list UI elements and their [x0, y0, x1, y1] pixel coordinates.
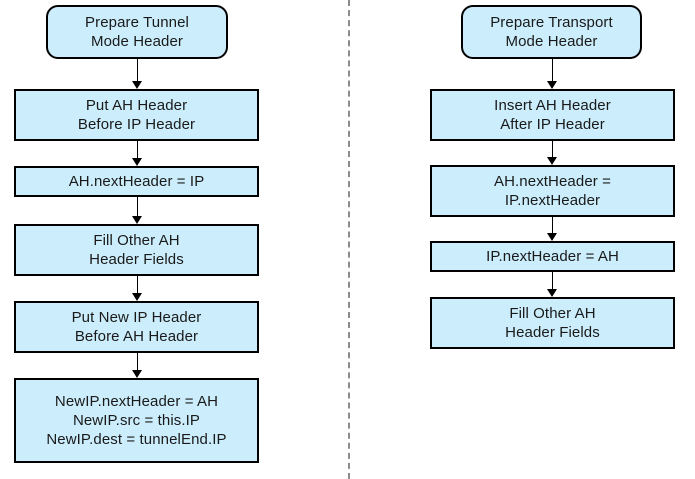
arrow-shaft — [551, 272, 553, 289]
arrow-head — [132, 370, 142, 378]
arrow-head — [132, 216, 142, 224]
arrow-head — [132, 81, 142, 89]
node-transport-start[interactable]: Prepare Transport Mode Header — [461, 5, 642, 59]
arrow-tunnel-start-to-put-ah — [131, 59, 143, 89]
arrow-shaft — [551, 59, 553, 81]
arrow-head — [132, 158, 142, 166]
arrow-shaft — [136, 141, 138, 158]
node-tunnel-ah-next-header[interactable]: AH.nextHeader = IP — [14, 166, 259, 197]
node-tunnel-start[interactable]: Prepare Tunnel Mode Header — [46, 5, 228, 59]
arrow-head — [547, 157, 557, 165]
arrow-tunnel-put-newip-to-newip-fields — [131, 353, 143, 378]
arrow-shaft — [551, 141, 553, 157]
arrow-transport-ah-next-to-ip-next — [546, 217, 558, 241]
arrow-shaft — [136, 197, 138, 216]
node-tunnel-put-new-ip-header[interactable]: Put New IP Header Before AH Header — [14, 301, 259, 353]
arrow-head — [547, 81, 557, 89]
node-transport-insert-ah[interactable]: Insert AH Header After IP Header — [430, 89, 675, 141]
node-tunnel-fill-ah-fields[interactable]: Fill Other AH Header Fields — [14, 224, 259, 276]
arrow-transport-insert-ah-to-ah-next — [546, 141, 558, 165]
arrow-shaft — [551, 217, 553, 233]
arrow-transport-start-to-insert-ah — [546, 59, 558, 89]
arrow-tunnel-put-ah-to-ah-next — [131, 141, 143, 166]
column-divider — [348, 0, 350, 479]
arrow-shaft — [136, 59, 138, 81]
arrow-transport-ip-next-to-fill-ah — [546, 272, 558, 297]
arrow-head — [547, 289, 557, 297]
node-tunnel-newip-fields[interactable]: NewIP.nextHeader = AH NewIP.src = this.I… — [14, 378, 259, 463]
arrow-head — [132, 293, 142, 301]
node-tunnel-put-ah[interactable]: Put AH Header Before IP Header — [14, 89, 259, 141]
arrow-shaft — [136, 276, 138, 293]
arrow-shaft — [136, 353, 138, 370]
arrow-tunnel-fill-ah-to-put-newip — [131, 276, 143, 301]
node-transport-ah-next-header[interactable]: AH.nextHeader = IP.nextHeader — [430, 165, 675, 217]
node-transport-ip-next-header[interactable]: IP.nextHeader = AH — [430, 241, 675, 272]
node-transport-fill-ah-fields[interactable]: Fill Other AH Header Fields — [430, 297, 675, 349]
arrow-head — [547, 233, 557, 241]
arrow-tunnel-ah-next-to-fill-ah — [131, 197, 143, 224]
